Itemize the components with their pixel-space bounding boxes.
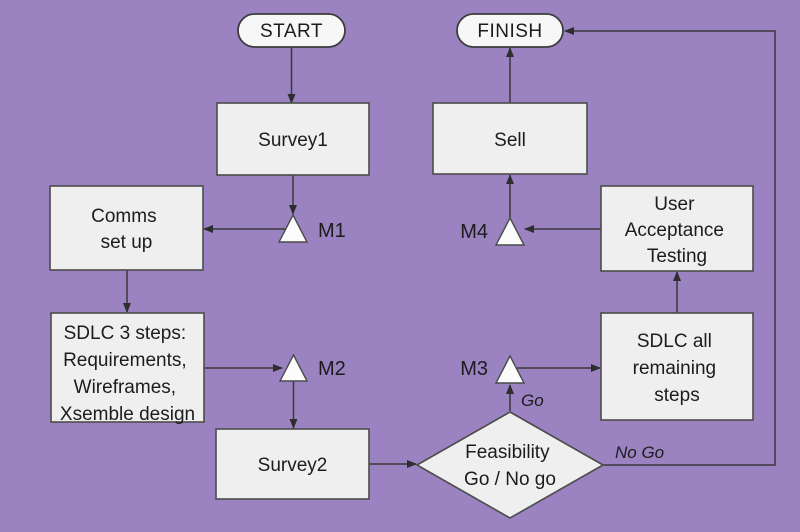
milestone-m4-triangle-icon <box>494 216 526 246</box>
milestone-m4-label: M4 <box>460 221 488 243</box>
go-label: Go <box>521 391 544 410</box>
feasibility-node: Feasibility Go / No go <box>415 411 605 519</box>
feasibility-label-line2: Go / No go <box>464 469 556 490</box>
milestone-m2-label: M2 <box>318 358 346 380</box>
survey2-label: Survey2 <box>258 455 328 476</box>
milestone-m2-triangle-icon <box>278 353 309 382</box>
milestone-m3: M3 <box>460 354 526 384</box>
feasibility-shape <box>415 411 605 519</box>
sdlc-rest-label-line3: steps <box>654 385 699 406</box>
start-label: START <box>260 21 323 42</box>
sdlc-rest-shape <box>600 312 754 421</box>
milestone-m1-label: M1 <box>318 220 346 242</box>
sell-shape <box>432 102 588 175</box>
milestone-m3-triangle-icon <box>494 354 526 384</box>
svg-text:SDLC all remaining: SDLC all remaining steps <box>633 331 722 406</box>
finish-label: FINISH <box>477 21 542 42</box>
survey2-node: Survey2 <box>215 428 370 500</box>
sdlc3-node: SDLC 3 steps: Requirements, Wireframes, … <box>50 312 205 425</box>
start-pill-shape <box>237 13 346 48</box>
finish-pill-shape <box>456 13 564 48</box>
uat-label-line2: Acceptance <box>625 220 724 241</box>
start-node: START <box>237 13 346 48</box>
sdlc3-label-line1: SDLC 3 steps: <box>64 323 187 344</box>
edge-feasibility-nogo-to-finish <box>564 27 776 466</box>
milestone-m4: M4 <box>460 216 526 246</box>
sell-node: Sell <box>432 102 588 175</box>
comms-node: Comms set up <box>49 185 204 271</box>
survey1-node: Survey1 <box>216 102 370 176</box>
sdlc-rest-node: SDLC all remaining steps <box>600 312 754 421</box>
milestone-m3-label: M3 <box>460 358 488 380</box>
sdlc-rest-label-line2: remaining <box>633 358 716 379</box>
comms-label-line1: Comms <box>91 206 156 227</box>
svg-text:SDLC 3 steps: Requiremen: SDLC 3 steps: Requirements, Wireframes, … <box>60 323 195 425</box>
survey1-label: Survey1 <box>258 130 328 151</box>
sdlc3-label-line3: Wireframes, <box>74 377 176 398</box>
no-go-label: No Go <box>615 443 664 462</box>
uat-node: User Acceptance Testing <box>600 185 754 272</box>
uat-shape <box>600 185 754 272</box>
sdlc3-shape <box>50 312 205 423</box>
survey1-shape <box>216 102 370 176</box>
sdlc-rest-label-line1: SDLC all <box>637 331 712 352</box>
sell-label: Sell <box>494 130 526 151</box>
sdlc3-label-line4: Xsemble design <box>60 404 195 425</box>
feasibility-label-line1: Feasibility <box>465 442 550 463</box>
svg-text:Feasibility Go / No go: Feasibility Go / No go <box>464 442 556 490</box>
milestone-m1: M1 <box>277 213 346 243</box>
comms-label-line2: set up <box>101 232 153 253</box>
finish-node: FINISH <box>456 13 564 48</box>
milestone-m1-triangle-icon <box>277 213 309 243</box>
survey2-shape <box>215 428 370 500</box>
sdlc3-label-line2: Requirements, <box>63 350 187 371</box>
svg-text:Comms set up: Comms set up <box>91 206 162 253</box>
milestone-m2: M2 <box>278 353 346 382</box>
uat-label-line1: User <box>654 194 695 215</box>
comms-shape <box>49 185 204 271</box>
svg-text:User Acceptance Te: User Acceptance Testing <box>625 194 730 267</box>
uat-label-line3: Testing <box>647 246 707 267</box>
